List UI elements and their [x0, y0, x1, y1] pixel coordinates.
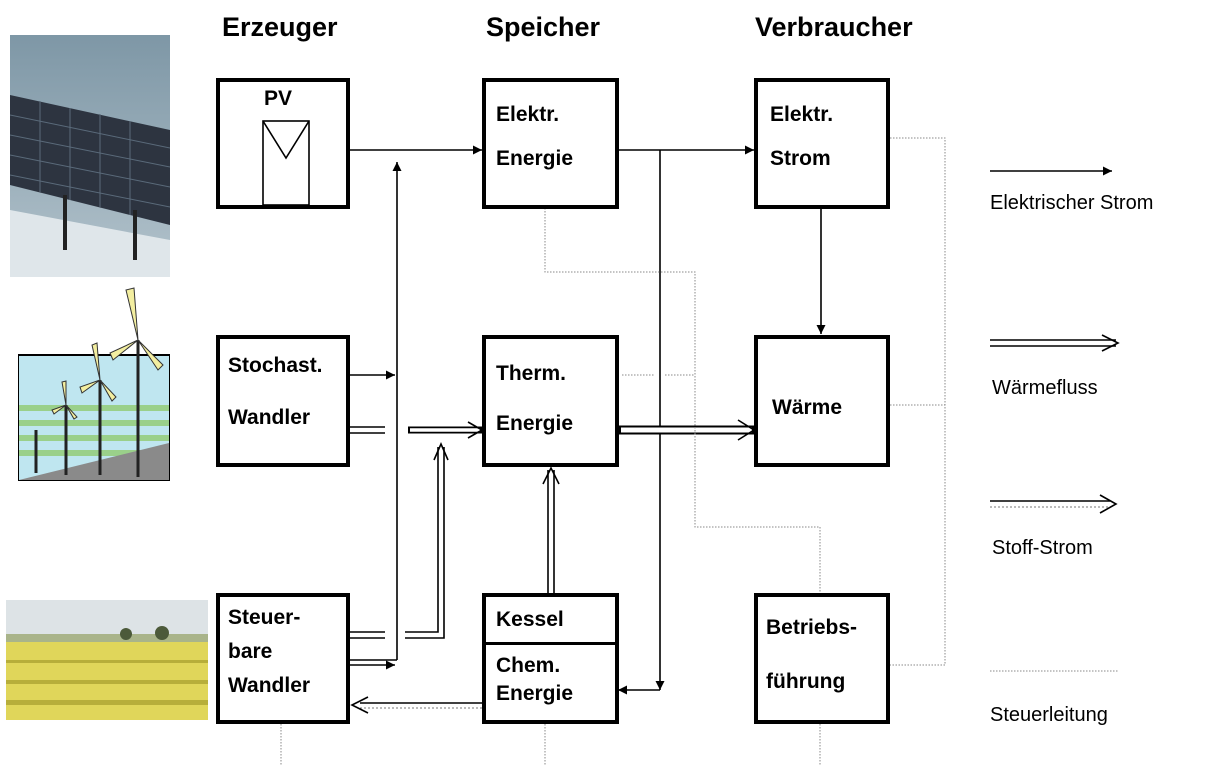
- stochastic-line2: Wandler: [228, 405, 310, 430]
- operation-line2: führung: [766, 669, 845, 694]
- material-flow-lines: [352, 495, 1116, 713]
- chem-energy-line1: Chem.: [496, 653, 560, 678]
- legend-control-line: Steuerleitung: [990, 704, 1108, 727]
- legend-heat-flow: Wärmefluss: [992, 377, 1098, 400]
- boiler-chemical-energy-box: Kessel Chem. Energie: [482, 593, 619, 724]
- elec-energy-line1: Elektr.: [496, 102, 559, 127]
- legend-electric-current: Elektrischer Strom: [990, 192, 1153, 215]
- stochastic-line1: Stochast.: [228, 353, 323, 378]
- operation-management-box: Betriebs- führung: [754, 593, 890, 724]
- controllable-line2: bare: [228, 639, 272, 664]
- boiler-label: Kessel: [496, 607, 564, 632]
- controllable-converter-box: Steuer- bare Wandler: [216, 593, 350, 724]
- electric-lines: [347, 150, 1112, 690]
- elec-current-line2: Strom: [770, 146, 831, 171]
- controllable-line3: Wandler: [228, 673, 310, 698]
- pv-label: PV: [264, 86, 292, 111]
- boiler-divider: [486, 642, 615, 645]
- chem-energy-line2: Energie: [496, 681, 573, 706]
- electric-current-box: Elektr. Strom: [754, 78, 890, 209]
- stochastic-converter-box: Stochast. Wandler: [216, 335, 350, 467]
- thermal-energy-box: Therm. Energie: [482, 335, 619, 467]
- controllable-line1: Steuer-: [228, 605, 300, 630]
- heat-label: Wärme: [772, 395, 842, 420]
- operation-line1: Betriebs-: [766, 615, 857, 640]
- therm-energy-line1: Therm.: [496, 361, 566, 386]
- heat-box: Wärme: [754, 335, 890, 467]
- legend-material-flow: Stoff-Strom: [992, 537, 1093, 560]
- electrical-energy-box: Elektr. Energie: [482, 78, 619, 209]
- pv-box: PV: [216, 78, 350, 209]
- control-lines: [281, 138, 1118, 765]
- pv-module-icon: [262, 120, 310, 206]
- elec-current-line1: Elektr.: [770, 102, 833, 127]
- therm-energy-line2: Energie: [496, 411, 573, 436]
- elec-energy-line2: Energie: [496, 146, 573, 171]
